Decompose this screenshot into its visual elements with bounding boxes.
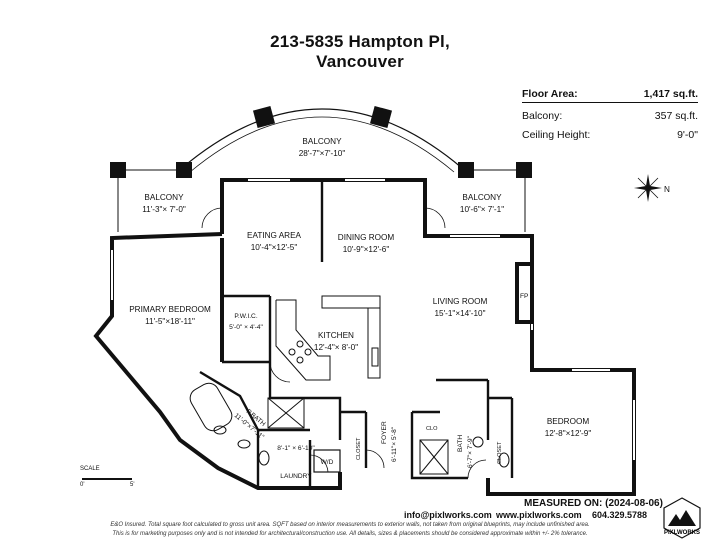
disclaimer-line-2: This is for marketing purposes only and … (112, 531, 588, 537)
room-name: LIVING ROOM (433, 297, 488, 306)
room-name: FOYER (381, 421, 388, 444)
balcony-post (110, 162, 126, 178)
room-dims: 8'-1" × 6'-10" (277, 445, 315, 452)
contact-email[interactable]: info@pixlworks.com (404, 510, 492, 520)
room-dims: 6'-7"× 7'-9" (467, 435, 474, 468)
room-name: BEDROOM (547, 417, 589, 426)
interior-walls (199, 180, 514, 488)
bath-fixtures (189, 382, 510, 475)
room-name: BATH (457, 435, 464, 452)
logo-text: PIXLWORKS (664, 530, 700, 536)
room-name: CLOSET (356, 437, 362, 460)
kitchen-counters (275, 295, 381, 381)
room-name: PRIMARY BEDROOM (129, 305, 211, 314)
balcony-post (458, 162, 474, 178)
scale-start: 0' (80, 482, 85, 488)
windows (111, 179, 635, 460)
balcony-area-row: Balcony: 357 sq.ft. (522, 106, 698, 125)
balcony-area-label: Balcony: (522, 109, 563, 122)
room-name: BALCONY (144, 193, 184, 202)
listing-city-title: Vancouver (316, 52, 404, 71)
balcony-area-value: 357 sq.ft. (654, 109, 698, 122)
room-dims: 10'-9"×12'-6" (343, 245, 390, 254)
balcony-post (252, 105, 276, 129)
ceiling-height-label: Ceiling Height: (522, 128, 591, 141)
compass-icon (634, 174, 662, 202)
balcony-post (369, 105, 393, 129)
room-name: LAUNDRY (280, 473, 312, 480)
room-dims: 11'-3"× 7'-0" (142, 205, 186, 214)
room-dims: 10'-6"× 7'-1" (460, 205, 504, 214)
room-name: EATING AREA (247, 231, 302, 240)
room-dims: 5'-0" × 4'-4" (229, 324, 263, 331)
contact-phone[interactable]: 604.329.5788 (592, 510, 648, 520)
fireplace-label: FP (520, 293, 529, 300)
washer-dryer (313, 449, 341, 473)
room-name: CLO (426, 426, 438, 432)
floor-area-row: Floor Area: 1,417 sq.ft. (522, 86, 698, 103)
ceiling-height-value: 9'-0" (677, 128, 698, 141)
room-name: BALCONY (462, 193, 502, 202)
room-dims: 6'-11"× 5'-8" (391, 426, 398, 462)
scale-label: SCALE (80, 466, 100, 472)
room-dims: 28'-7"×7'-10" (299, 149, 346, 158)
pixlworks-logo: PIXLWORKS (663, 497, 701, 539)
room-dims: 12'-4"× 8'-0" (314, 343, 358, 352)
room-dims: 15'-1"×14'-10" (434, 309, 485, 318)
scale-bar (82, 478, 132, 480)
room-name: CLOSET (497, 441, 503, 464)
room-name: DINING ROOM (338, 233, 395, 242)
room-dims: 12'-8"×12'-9" (545, 429, 592, 438)
disclaimer-line-1: E&O Insured. Total square foot calculate… (110, 522, 590, 528)
balcony-post (176, 162, 192, 178)
room-dims: 10'-4"×12'-5" (251, 243, 298, 252)
door-swings (201, 207, 487, 479)
balcony-arc-outer (181, 108, 463, 169)
room-name: P.W.I.C. (234, 313, 257, 320)
room-dims: 11'-5"×18'-11" (145, 317, 195, 326)
fireplace (515, 262, 534, 324)
balcony-post (516, 162, 532, 178)
balcony-arc-inner (189, 116, 455, 173)
listing-address-title: 213-5835 Hampton Pl, (270, 32, 450, 51)
floor-area-value: 1,417 sq.ft. (643, 88, 698, 100)
floor-area-label: Floor Area: (522, 88, 578, 100)
compass-north-label: N (664, 185, 670, 194)
room-name: KITCHEN (318, 331, 354, 340)
area-summary-table: Floor Area: 1,417 sq.ft. Balcony: 357 sq… (522, 86, 698, 144)
wd-label: W/D (321, 459, 334, 466)
ceiling-height-row: Ceiling Height: 9'-0" (522, 125, 698, 144)
measured-on-date: MEASURED ON: (2024-08-06) (524, 498, 663, 509)
contact-website[interactable]: www.pixlworks.com (496, 510, 582, 520)
room-name: BALCONY (302, 137, 342, 146)
scale-end: 5' (130, 482, 135, 488)
